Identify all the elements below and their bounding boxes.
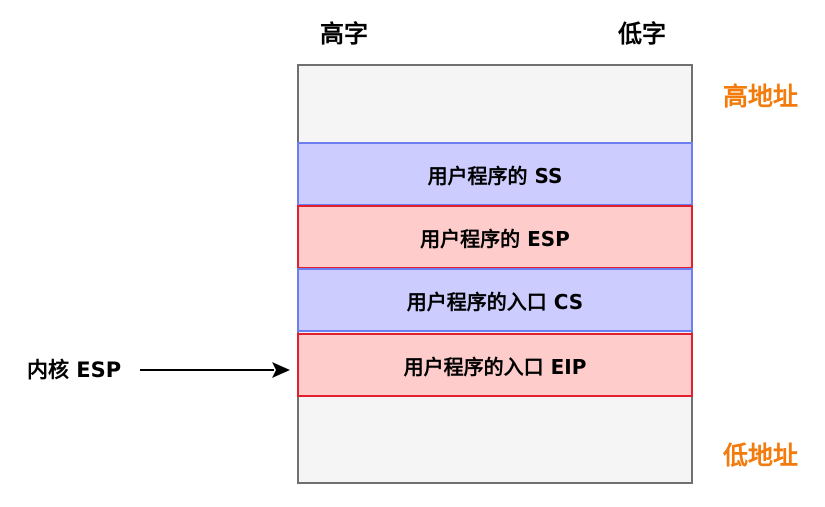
stack-entry-user-esp: 用户程序的 ESP: [297, 205, 693, 269]
kernel-esp-label: 内核 ESP: [27, 358, 122, 382]
arrow-head: [272, 362, 290, 378]
low-address-label: 低地址: [722, 441, 798, 470]
high-byte-label: 高字: [320, 20, 368, 48]
stack-entry-user-ss: 用户程序的 SS: [297, 142, 693, 206]
high-address-label: 高地址: [722, 82, 798, 111]
stack-entry-user-cs: 用户程序的入口 CS: [297, 268, 693, 332]
kernel-esp-arrow: [140, 362, 290, 378]
stack-entry-user-eip: 用户程序的入口 EIP: [297, 333, 693, 397]
low-byte-label: 低字: [618, 20, 666, 48]
